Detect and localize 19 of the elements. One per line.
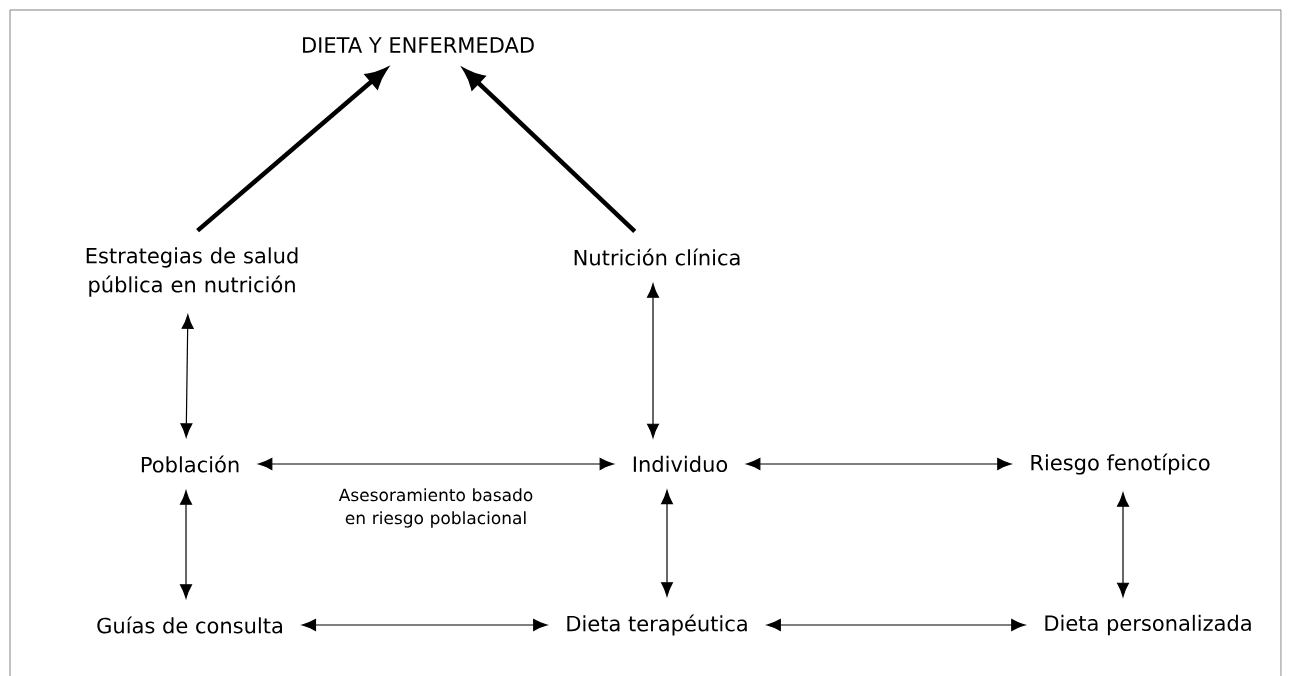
arrow — [258, 457, 614, 470]
concept-label: Nutrición clínica — [574, 248, 740, 266]
concept-label: Dieta personalizada — [1045, 614, 1251, 636]
concept-label: Guías de consulta — [97, 616, 282, 634]
concept-label: Individuo — [633, 455, 728, 473]
edge-label: Asesoramiento basado en riesgo poblacional — [338, 488, 533, 528]
concept-label: Riesgo fenotípico — [1031, 453, 1210, 475]
concept-label: Población — [141, 455, 239, 473]
arrow — [746, 457, 1012, 470]
concept-label: Dieta terapéutica — [567, 614, 747, 636]
arrow — [661, 490, 673, 597]
arrow — [766, 619, 1026, 631]
arrow — [180, 490, 192, 599]
arrow — [301, 619, 548, 631]
arrow — [1117, 492, 1129, 597]
arrow — [180, 314, 194, 438]
arrow — [647, 283, 659, 438]
concept-label: Estrategias de salud pública en nutrición — [86, 247, 298, 297]
concept-label: DIETA Y ENFERMEDAD — [303, 37, 534, 53]
